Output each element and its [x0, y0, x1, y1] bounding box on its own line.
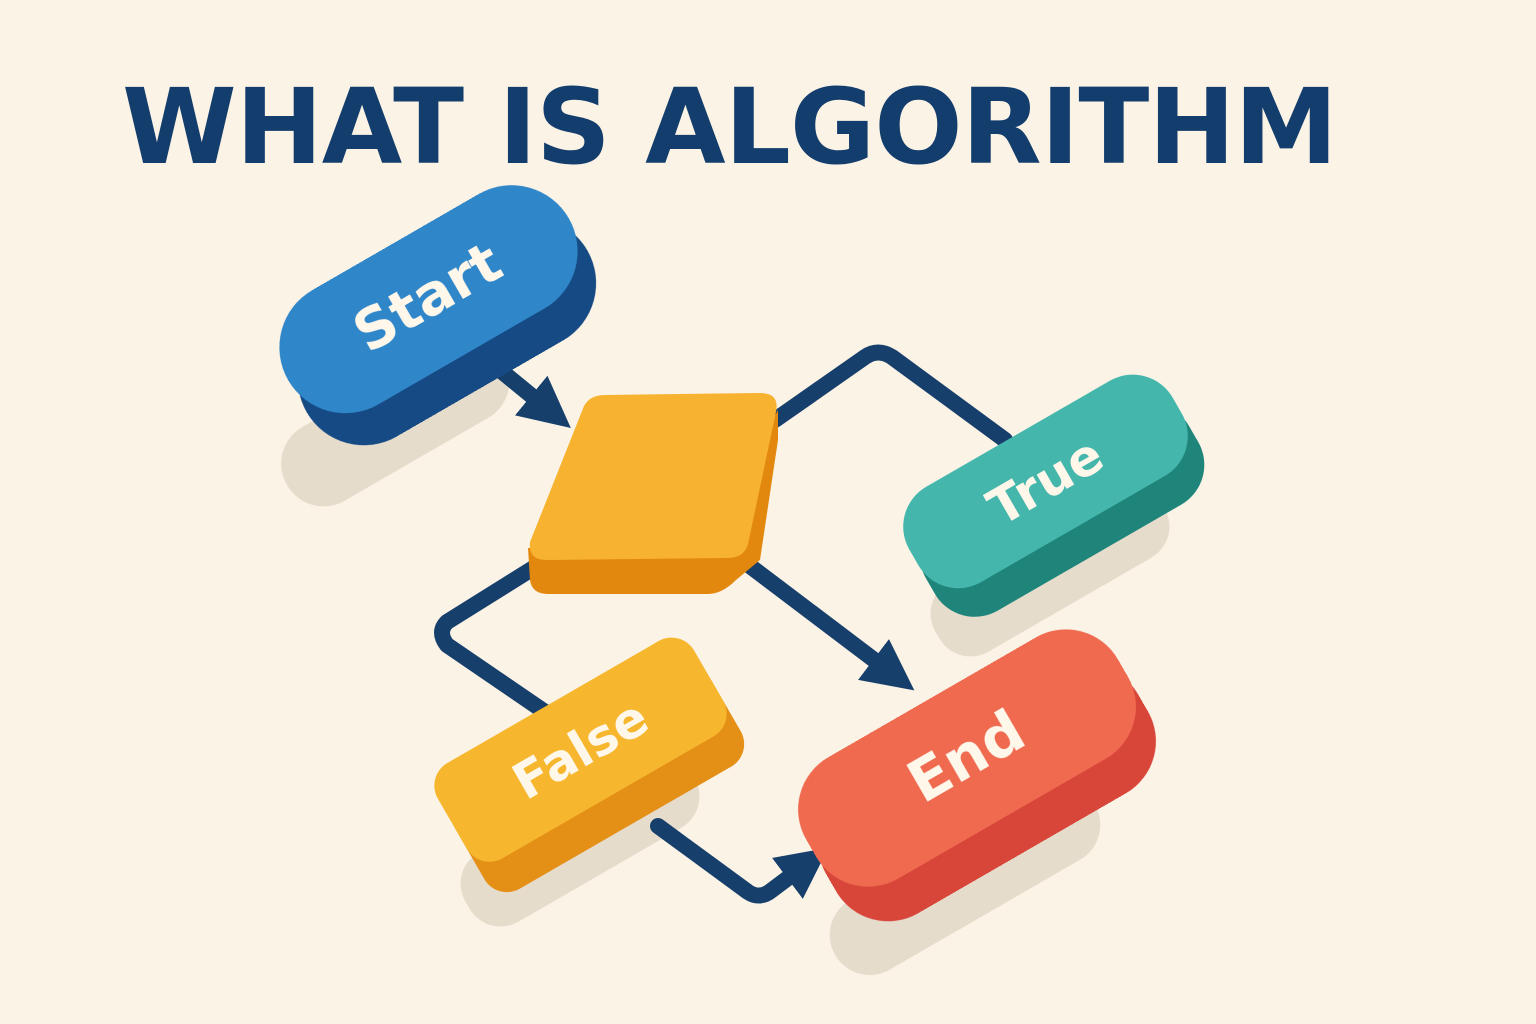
arrow-decision-to-end: [734, 552, 915, 691]
connectors: [434, 344, 1013, 904]
true-node: True: [903, 374, 1205, 617]
decision-top: [529, 393, 777, 560]
connector-decision-to-false: [434, 559, 553, 720]
decision-node: [528, 393, 778, 594]
arrow-false-to-end: [650, 818, 829, 904]
start-node: Start: [279, 185, 597, 446]
arrow-start-to-decision: [492, 362, 571, 428]
end-node: End: [798, 629, 1156, 922]
connector-decision-to-true: [767, 344, 1013, 448]
page-title: WHAT IS ALGORITHM: [122, 66, 1338, 188]
